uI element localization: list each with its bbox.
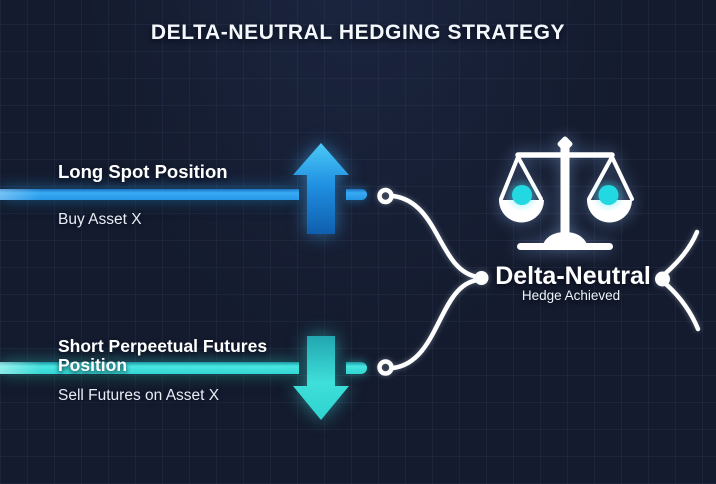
arrow-down-icon	[293, 336, 349, 420]
short-position-label-line1: Short Perpeetual Futures	[58, 336, 268, 356]
diagram-title: DELTA-NEUTRAL HEDGING STRATEGY	[150, 21, 566, 44]
result-subheading: Hedge Achieved	[521, 288, 621, 303]
long-position-bar	[0, 189, 299, 200]
connector-node-right	[655, 271, 670, 287]
short-position-bar	[0, 362, 299, 374]
right-pan-dot	[598, 185, 619, 205]
connector-curve-bottom	[390, 277, 481, 371]
short-position-label-line2: Position	[58, 355, 128, 375]
connector-ring-top	[377, 187, 394, 205]
short-position-bar-end	[346, 362, 367, 374]
connector-flourish-top-right	[663, 229, 700, 276]
left-pan-dot	[512, 185, 532, 205]
long-position-description: Buy Asset X	[58, 211, 142, 228]
result-heading: Delta-Neutral	[495, 262, 651, 290]
short-position-label: Short Perpeetual Futures Position	[58, 337, 267, 375]
connector-flourish-bottom-right	[664, 282, 701, 332]
long-position-label: Long Spot Position	[58, 161, 228, 182]
connector-curve-top	[390, 193, 481, 280]
connector-ring-bottom	[377, 359, 394, 376]
short-position-description: Sell Futures on Asset X	[58, 387, 220, 404]
long-position-bar-end	[346, 189, 367, 200]
connector-node-left	[474, 271, 489, 285]
balance-scale-icon	[499, 136, 634, 250]
arrow-up-icon	[293, 143, 349, 234]
